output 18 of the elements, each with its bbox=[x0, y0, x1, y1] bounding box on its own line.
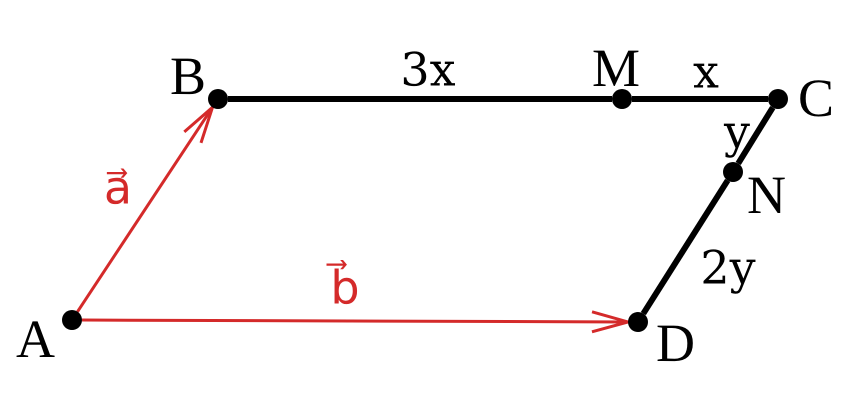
edge-label: 3x bbox=[399, 42, 457, 98]
edge-label: y bbox=[722, 104, 751, 160]
point-label: M bbox=[592, 41, 640, 95]
point-label: D bbox=[656, 316, 695, 370]
line-segment bbox=[640, 178, 730, 316]
edge-label: 2y bbox=[699, 240, 757, 296]
point-label: B bbox=[170, 49, 206, 103]
line-segment bbox=[228, 96, 612, 102]
vector-arrow bbox=[76, 106, 214, 312]
vector-arrow bbox=[82, 310, 630, 334]
edge-label: a⃗ bbox=[102, 160, 134, 216]
point-label: A bbox=[16, 312, 55, 366]
line-segment bbox=[632, 96, 768, 102]
point-label: N bbox=[747, 168, 786, 222]
line-segment bbox=[736, 106, 776, 166]
edge-label: x bbox=[692, 44, 720, 100]
point-label: C bbox=[798, 71, 834, 125]
edge-label: b⃗ bbox=[328, 260, 362, 316]
